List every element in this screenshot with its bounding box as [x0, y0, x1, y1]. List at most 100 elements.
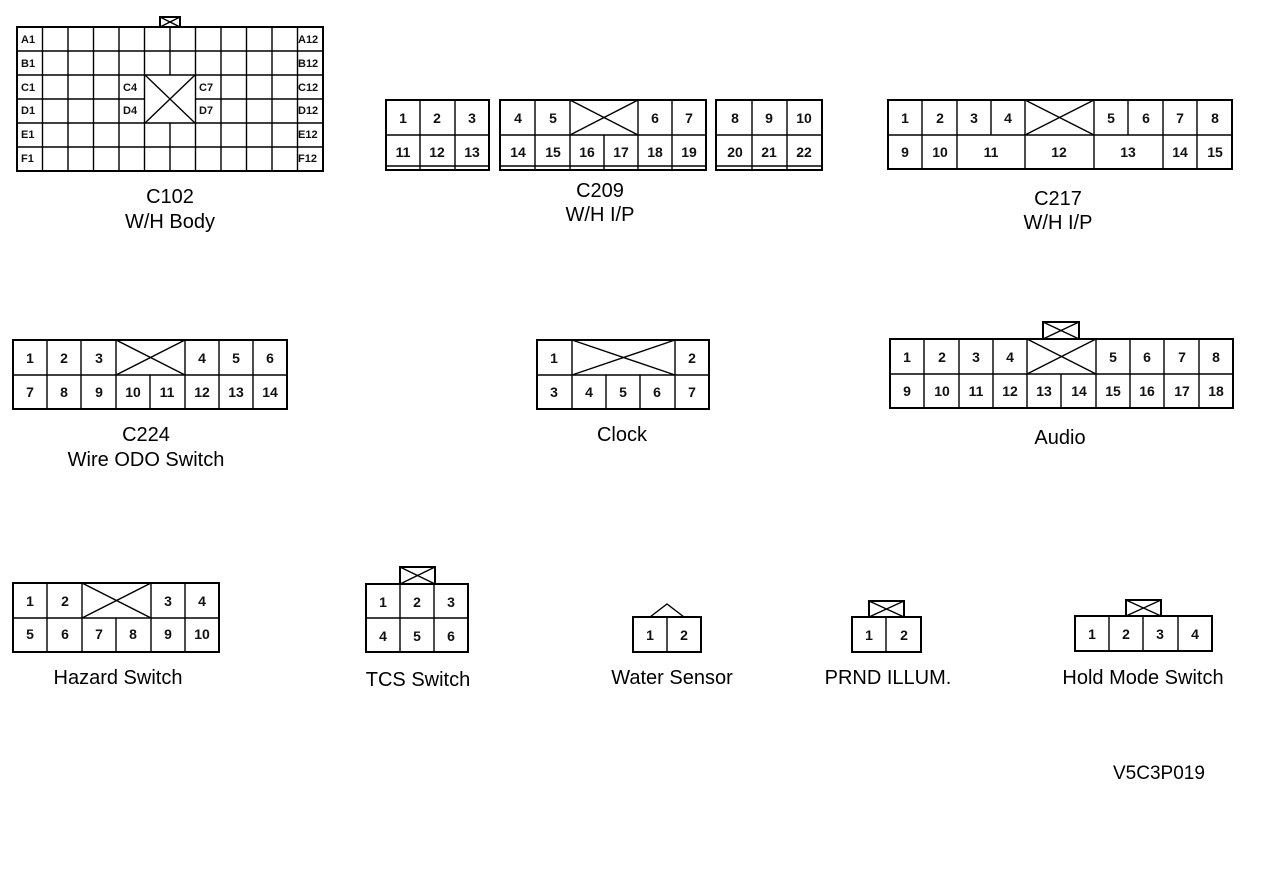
connector-c209: 1 2 3 11 12 13 4 5 6 7 14 15 16 17 18 19…	[385, 99, 823, 226]
pin-label: 13	[228, 384, 244, 400]
pin-label: 12	[194, 384, 210, 400]
connector-caption: C217	[1034, 188, 1082, 210]
pin-label: 4	[514, 110, 522, 126]
pin-label: 6	[266, 350, 274, 366]
pin-label: 8	[129, 626, 137, 642]
pin-label: 8	[731, 110, 739, 126]
pin-label: 1	[646, 627, 654, 643]
pin-label: C1	[21, 82, 35, 94]
pin-label: 10	[194, 626, 210, 642]
pin-label: 2	[61, 593, 69, 609]
pin-label: 1	[865, 627, 873, 643]
pin-label: 17	[1174, 383, 1190, 399]
pin-label: C12	[298, 82, 318, 94]
figure-reference-code: V5C3P019	[1113, 763, 1205, 784]
pin-label: 5	[549, 110, 557, 126]
connector-audio: 1 2 3 4 5 6 7 8 9 10 11 12 13 14 15 16 1…	[889, 321, 1234, 449]
pin-label: A12	[298, 34, 318, 46]
pin-label: 6	[651, 110, 659, 126]
pin-label: C7	[199, 82, 213, 94]
pin-label: 5	[413, 628, 421, 644]
connector-caption: TCS Switch	[366, 669, 470, 691]
connector-subtitle: W/H I/P	[566, 204, 635, 226]
pin-label: 14	[1071, 383, 1087, 399]
pin-label: 21	[761, 144, 777, 160]
pin-label: 4	[585, 384, 593, 400]
pin-label: 11	[969, 383, 984, 399]
connector-caption: Audio	[1034, 427, 1085, 449]
pin-label: 7	[1178, 349, 1186, 365]
pin-label: F1	[21, 153, 34, 165]
pin-label: 4	[1006, 349, 1014, 365]
pin-label: 12	[1002, 383, 1018, 399]
pin-grid	[17, 27, 323, 171]
pin-label: 3	[972, 349, 980, 365]
pin-label: 6	[1142, 110, 1150, 126]
pin-label: 3	[95, 350, 103, 366]
pin-label: 3	[468, 110, 476, 126]
pin-label: 18	[647, 144, 663, 160]
pin-label: 3	[447, 594, 455, 610]
pin-label: 12	[1051, 144, 1067, 160]
pin-label: 22	[796, 144, 812, 160]
pin-label: 1	[1088, 626, 1096, 642]
pin-label: 3	[970, 110, 978, 126]
connector-subtitle: W/H Body	[125, 211, 215, 233]
pin-label: 2	[1122, 626, 1130, 642]
pin-label: 12	[429, 144, 445, 160]
pin-label: 2	[60, 350, 68, 366]
pin-label: 2	[680, 627, 688, 643]
pin-label: 20	[727, 144, 743, 160]
pin-label: 10	[796, 110, 812, 126]
pin-label: C4	[123, 82, 138, 94]
pin-label: 18	[1208, 383, 1224, 399]
pin-label: B1	[21, 58, 35, 70]
pin-label: 2	[900, 627, 908, 643]
pin-label: D1	[21, 105, 35, 117]
connector-water-sensor: 1 2 Water Sensor	[611, 603, 733, 689]
connector-c224: 1 2 3 4 5 6 7 8 9 10 11 12 13 14 C224 Wi…	[12, 339, 288, 471]
connector-caption: Clock	[597, 424, 648, 446]
pin-label: 3	[164, 593, 172, 609]
pin-label: D12	[298, 105, 318, 117]
pin-label: B12	[298, 58, 318, 70]
connector-hazard-switch: 1 2 3 4 5 6 7 8 9 10 Hazard Switch	[12, 582, 220, 689]
connector-caption: Hold Mode Switch	[1062, 667, 1223, 689]
pin-label: 7	[26, 384, 34, 400]
pin-label: D4	[123, 105, 138, 117]
pin-label: 5	[232, 350, 240, 366]
pin-label: 14	[510, 144, 526, 160]
pin-label: D7	[199, 105, 213, 117]
pin-label: 11	[396, 144, 411, 160]
pin-label: 2	[433, 110, 441, 126]
connector-caption: Hazard Switch	[54, 667, 183, 689]
pin-label: 4	[198, 593, 206, 609]
pin-label: 16	[579, 144, 595, 160]
pin-label: 8	[1212, 349, 1220, 365]
pin-label: 1	[903, 349, 911, 365]
pin-label: 1	[399, 110, 407, 126]
pin-label: 15	[1207, 144, 1223, 160]
pin-label: 9	[901, 144, 909, 160]
pin-label: A1	[21, 34, 35, 46]
pin-label: 14	[262, 384, 278, 400]
pin-label: 1	[379, 594, 387, 610]
pin-label: 2	[413, 594, 421, 610]
lock-tab	[649, 603, 685, 618]
pin-label: 17	[613, 144, 629, 160]
pin-label: 5	[1109, 349, 1117, 365]
pin-label: 5	[1107, 110, 1115, 126]
pin-label: 10	[934, 383, 950, 399]
pin-label: 2	[936, 110, 944, 126]
pin-label: 7	[1176, 110, 1184, 126]
pin-label: 2	[688, 350, 696, 366]
connector-caption: C209	[576, 180, 624, 202]
pin-label: 6	[653, 384, 661, 400]
pin-label: 7	[95, 626, 103, 642]
pin-label: 5	[619, 384, 627, 400]
pin-label: 1	[550, 350, 558, 366]
pin-label: 4	[1004, 110, 1012, 126]
pin-label: 19	[681, 144, 697, 160]
pin-label: 14	[1172, 144, 1188, 160]
